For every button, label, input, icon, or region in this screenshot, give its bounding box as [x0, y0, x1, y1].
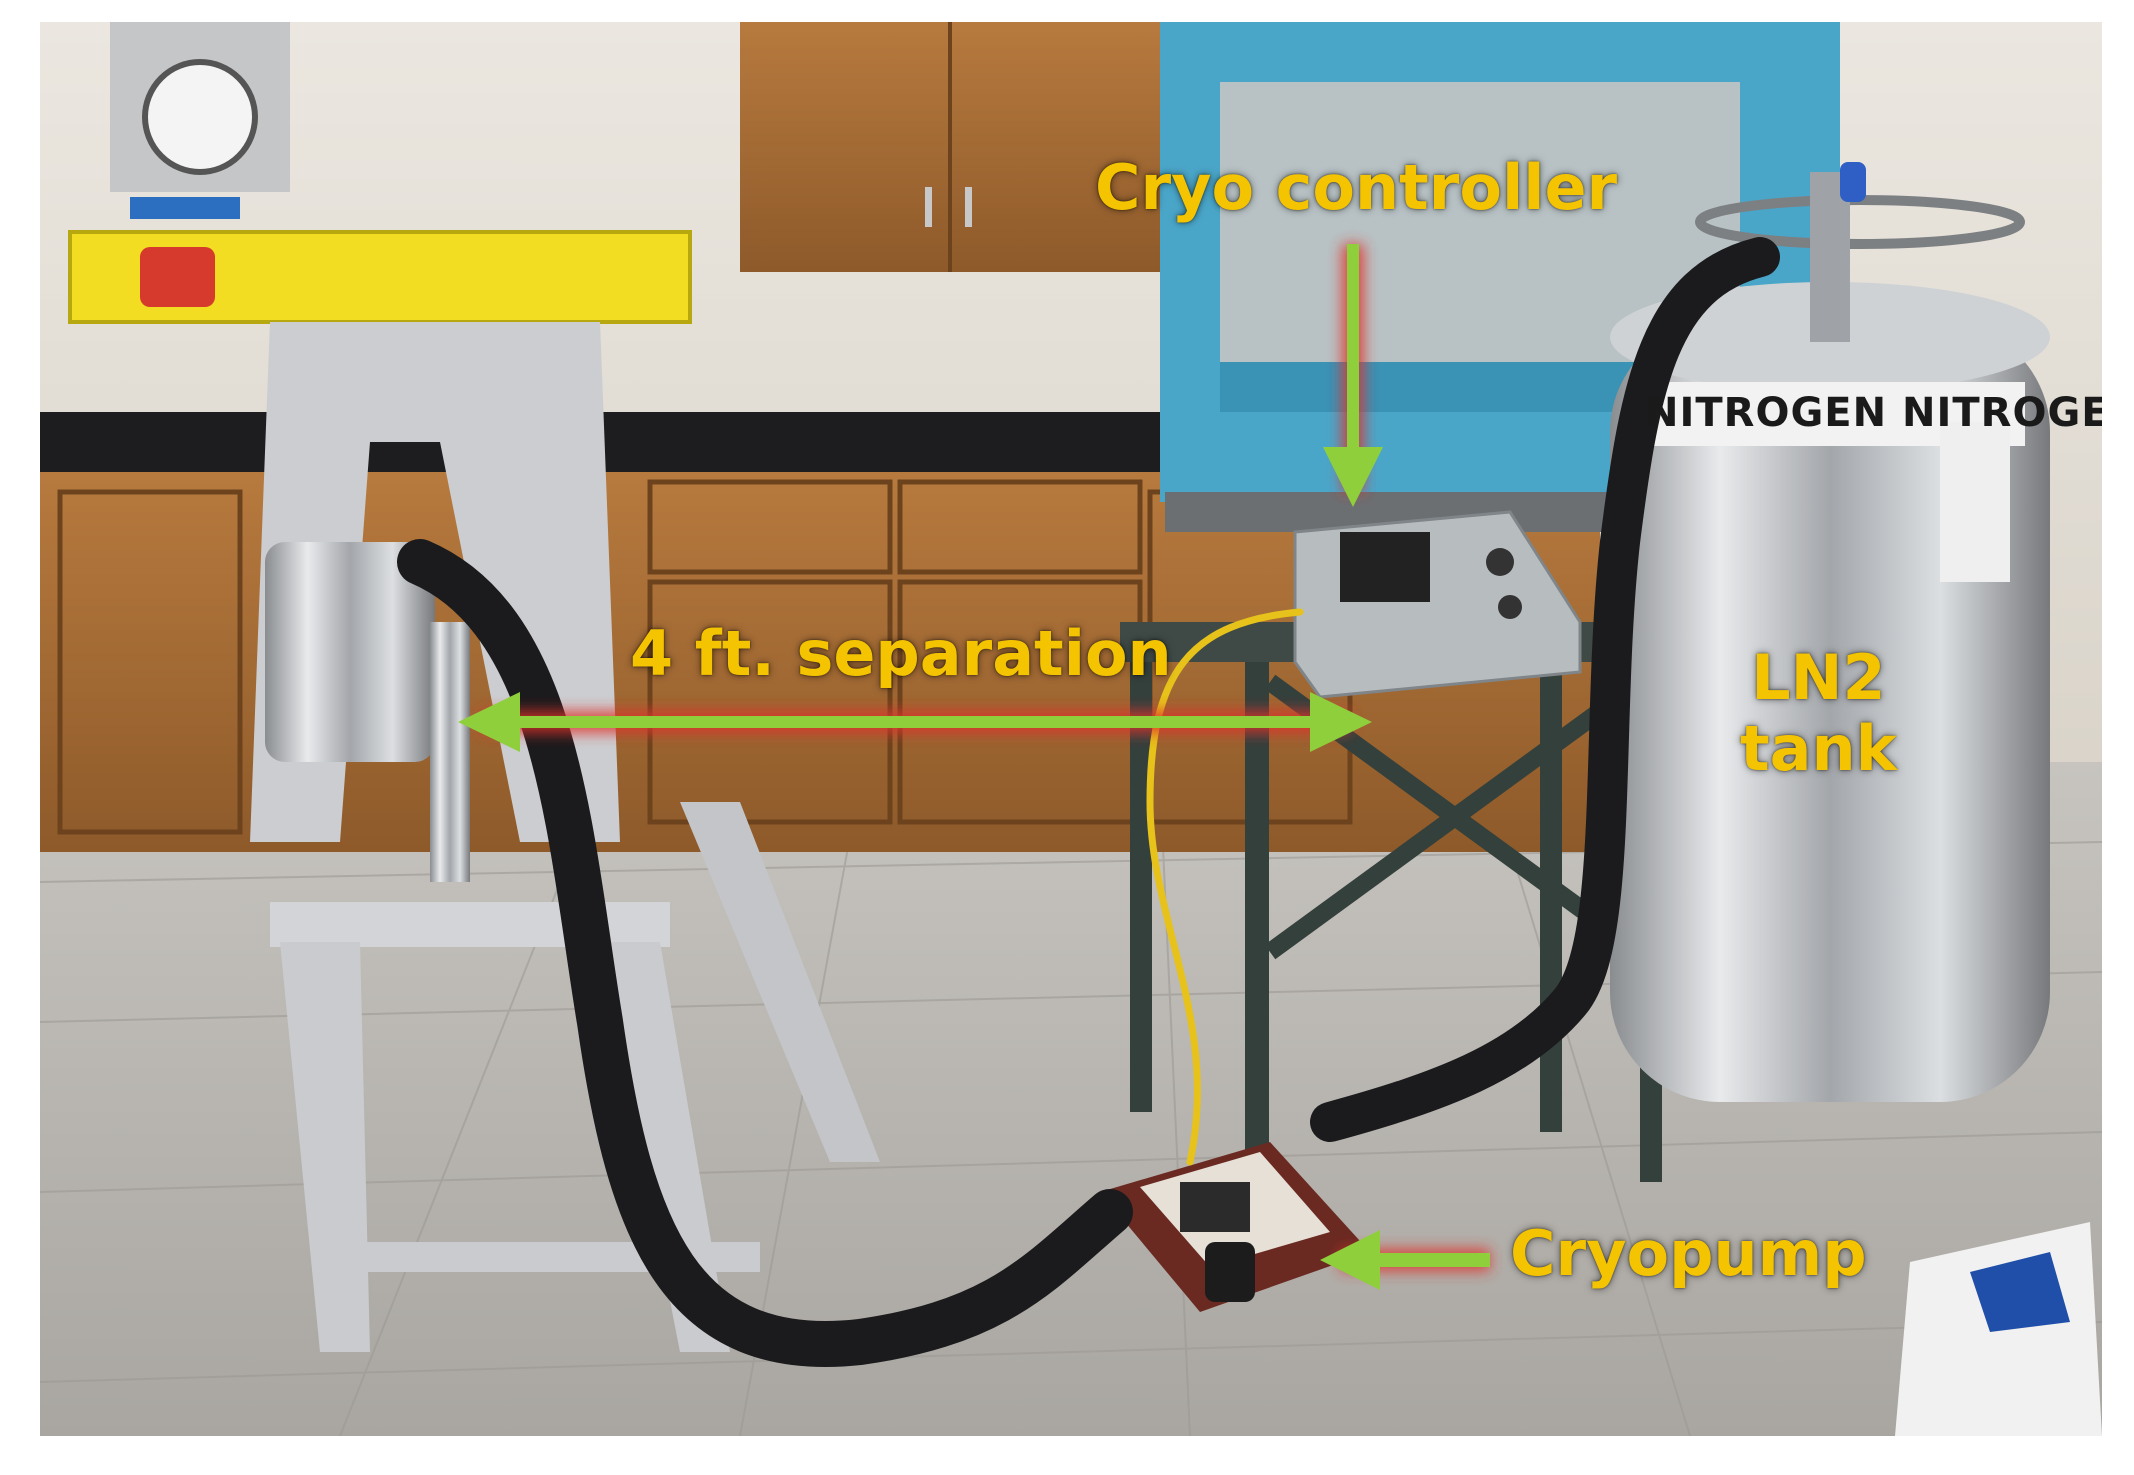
ln2-tank	[1610, 162, 2050, 1102]
mixer-vessel	[265, 542, 435, 762]
label-separation: 4 ft. separation	[630, 617, 1172, 690]
annotation-arrows	[458, 244, 1490, 1290]
arrow-cryopump	[1320, 1230, 1490, 1290]
label-ln2-line1: LN2	[1751, 641, 1886, 714]
counter-top	[40, 412, 1300, 472]
lab-photo: NITROGEN NITROGEN Cryo controller 4 ft. …	[40, 22, 2102, 1436]
lab-scene	[40, 22, 2102, 1436]
cryopump-unit	[1100, 1142, 1370, 1312]
arrow-separation	[458, 692, 1372, 752]
label-cryo-controller: Cryo controller	[1095, 151, 1618, 224]
arrow-controller	[1323, 244, 1383, 507]
cryo-controller-box	[1293, 510, 1582, 699]
label-cryopump: Cryopump	[1510, 1217, 1867, 1290]
label-ln2-tank: LN2 tank	[1740, 642, 1897, 785]
label-ln2-line2: tank	[1740, 712, 1897, 786]
tank-printed-text: NITROGEN NITROGEN	[1645, 390, 2102, 436]
